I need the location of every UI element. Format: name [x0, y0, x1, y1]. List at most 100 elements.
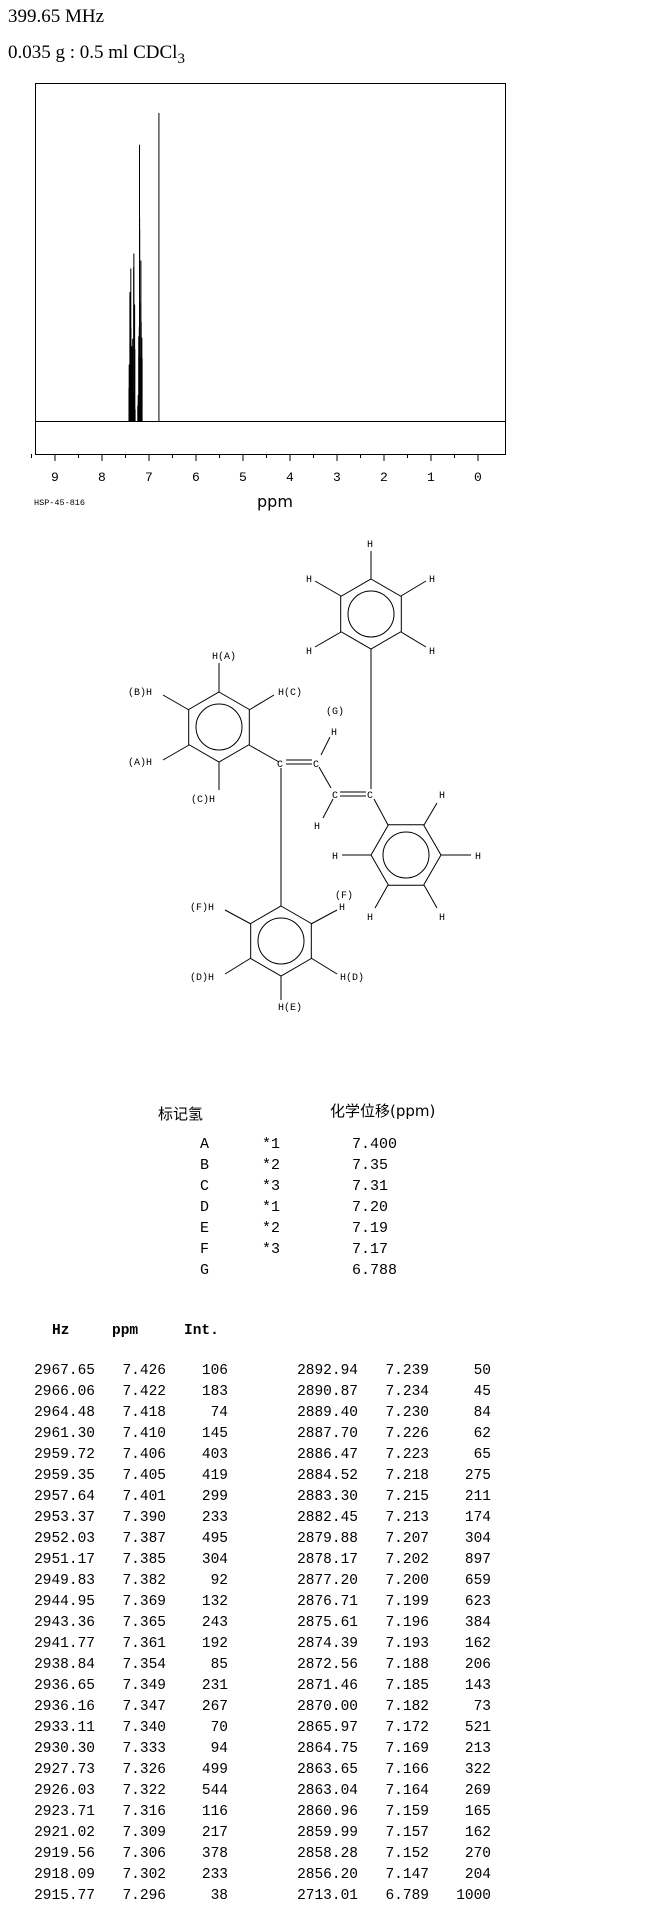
peak-ppm: 7.166	[385, 1762, 429, 1778]
peak-int: 85	[210, 1657, 228, 1673]
bond	[373, 798, 389, 826]
peak-ppm: 7.410	[122, 1426, 166, 1442]
bond	[248, 744, 280, 763]
shift-label: F	[200, 1241, 210, 1258]
peak-int: 269	[464, 1783, 491, 1799]
label-hf-right-tag: (F)	[335, 890, 353, 902]
peak-int: 174	[464, 1510, 491, 1526]
peak-hz: 2864.75	[297, 1741, 358, 1757]
benzene-ring	[188, 691, 250, 763]
aromatic-circle	[382, 831, 430, 879]
benzene-ring	[370, 824, 442, 886]
x-tick-label: 1	[427, 470, 435, 485]
x-tick-label: 8	[98, 470, 106, 485]
peak-hz: 2878.17	[297, 1552, 358, 1568]
peak-ppm: 7.387	[122, 1531, 166, 1547]
label-hd-right: H(D)	[340, 972, 364, 984]
bond	[248, 694, 275, 711]
peak-int: 165	[464, 1804, 491, 1820]
label-h: H	[429, 575, 435, 586]
bond	[423, 884, 438, 909]
shift-shift: 7.17	[352, 1241, 389, 1258]
peak-ppm: 7.382	[122, 1573, 166, 1589]
peak-ppm: 7.349	[122, 1678, 166, 1694]
shift-note: *1	[262, 1199, 281, 1216]
peak-hz: 2943.36	[34, 1615, 95, 1631]
shift-label: A	[200, 1136, 210, 1153]
peak-table-row: 2872.56 7.188 206	[0, 1657, 652, 1678]
peak-ppm: 7.199	[385, 1594, 429, 1610]
peak-hz: 2936.16	[34, 1699, 95, 1715]
peak-hz: 2919.56	[34, 1846, 95, 1862]
peak-ppm: 7.230	[385, 1405, 429, 1421]
spectrum-code: HSP-45-816	[34, 498, 85, 508]
label-hf-left: (F)H	[190, 902, 214, 914]
peak-hz: 2966.06	[34, 1384, 95, 1400]
bond	[423, 802, 438, 826]
shift-note: *1	[262, 1136, 281, 1153]
header-hz: Hz	[52, 1323, 70, 1339]
peak-int: 50	[473, 1363, 491, 1379]
peak-int: 304	[201, 1552, 228, 1568]
label-h: H	[439, 913, 445, 924]
peak-hz: 2918.09	[34, 1867, 95, 1883]
peak-hz: 2856.20	[297, 1867, 358, 1883]
peak-int: 132	[201, 1594, 228, 1610]
bond	[314, 631, 342, 648]
peak-hz: 2875.61	[297, 1615, 358, 1631]
peak-hz: 2884.52	[297, 1468, 358, 1484]
peak-hz: 2953.37	[34, 1510, 95, 1526]
peak-ppm: 7.406	[122, 1447, 166, 1463]
peak-ppm: 7.188	[385, 1657, 429, 1673]
peak-hz: 2930.30	[34, 1741, 95, 1757]
peak-ppm: 7.157	[385, 1825, 429, 1841]
shift-shift: 7.20	[352, 1199, 389, 1216]
bond	[310, 909, 338, 925]
peak-ppm: 7.202	[385, 1552, 429, 1568]
bond	[400, 631, 427, 648]
peak-hz: 2964.48	[34, 1405, 95, 1421]
label-h: H	[332, 852, 338, 863]
peak-hz: 2872.56	[297, 1657, 358, 1673]
label-h: H	[439, 791, 445, 802]
peak-ppm: 7.159	[385, 1804, 429, 1820]
shift-note: *2	[262, 1220, 281, 1237]
aromatic-circle	[195, 703, 243, 751]
peak-hz: 2936.65	[34, 1678, 95, 1694]
peak-int: 206	[464, 1657, 491, 1673]
peak-hz: 2887.70	[297, 1426, 358, 1442]
peak-hz: 2927.73	[34, 1762, 95, 1778]
peak-ppm: 7.296	[122, 1888, 166, 1904]
peak-ppm: 7.369	[122, 1594, 166, 1610]
label-hd-left: (D)H	[190, 972, 214, 984]
shift-shift: 6.788	[352, 1262, 398, 1279]
peak-ppm: 7.185	[385, 1678, 429, 1694]
peak-ppm: 7.207	[385, 1531, 429, 1547]
x-tick-label: 6	[192, 470, 200, 485]
peak-hz: 2938.84	[34, 1657, 95, 1673]
peak-int: 275	[464, 1468, 491, 1484]
peak-hz: 2926.03	[34, 1783, 95, 1799]
peak-ppm: 7.223	[385, 1447, 429, 1463]
peak-int: 1000	[456, 1888, 491, 1904]
peak-hz: 2871.46	[297, 1678, 358, 1694]
peak-int: 62	[473, 1426, 491, 1442]
label-h: H	[475, 852, 481, 863]
shift-label: E	[200, 1220, 210, 1237]
